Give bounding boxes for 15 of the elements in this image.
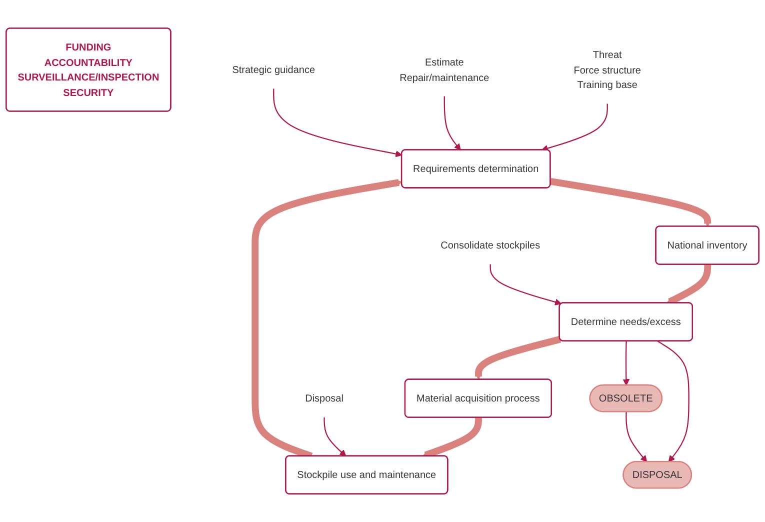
arrow <box>550 178 712 227</box>
node-text: Strategic guidance <box>232 64 316 76</box>
arrow <box>273 88 402 158</box>
arrow <box>622 341 630 386</box>
arrow <box>444 96 461 150</box>
node-text: Disposal <box>305 392 344 404</box>
arrow <box>324 417 346 456</box>
arrow <box>475 336 562 380</box>
arrow <box>490 264 562 306</box>
node-text: Threat Force structure Training base <box>574 48 641 90</box>
node-text: Estimate Repair/maintenance <box>400 56 490 83</box>
arrow <box>626 412 648 462</box>
node-text: Consolidate stockpiles <box>440 239 540 251</box>
arrow <box>541 104 608 152</box>
arrow <box>657 340 690 462</box>
